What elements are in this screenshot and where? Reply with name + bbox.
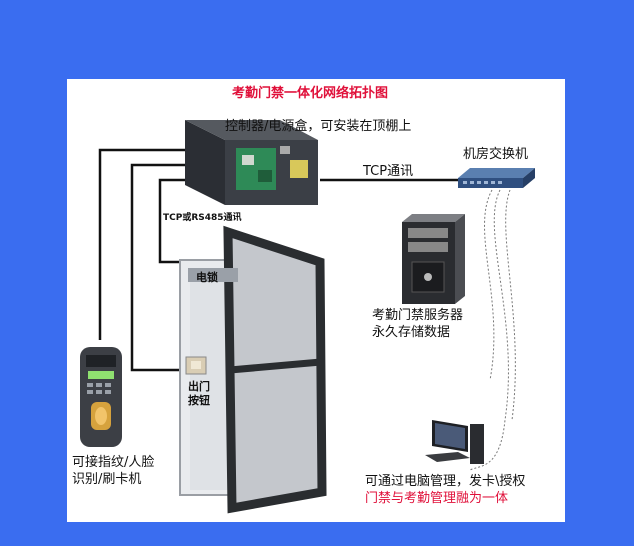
label-reader-line2: 识别/刷卡机 xyxy=(72,472,142,487)
wire-lock xyxy=(158,178,190,264)
label-pc-line1: 可通过电脑管理，发卡\授权 xyxy=(365,474,526,489)
label-lock: 电锁 xyxy=(196,271,218,284)
label-tcp: TCP通讯 xyxy=(363,164,414,179)
fingerprint-reader-icon xyxy=(80,347,122,447)
label-switch: 机房交换机 xyxy=(463,147,529,162)
label-exit-button: 出门 按钮 xyxy=(188,380,210,408)
server-tower-icon xyxy=(402,214,465,304)
wire-reader xyxy=(98,148,185,340)
label-controller: 控制器/电源盒，可安装在顶棚上 xyxy=(225,119,412,134)
controller-box-icon xyxy=(185,120,318,205)
door-icon xyxy=(179,225,327,514)
label-server: 考勤门禁服务器 永久存储数据 xyxy=(372,307,463,341)
diagram-title: 考勤门禁一体化网络拓扑图 xyxy=(232,86,389,101)
label-pc: 可通过电脑管理，发卡\授权 门禁与考勤管理融为一体 xyxy=(365,473,525,507)
label-pc-line2: 门禁与考勤管理融为一体 xyxy=(365,491,509,506)
desktop-pc-icon xyxy=(425,420,484,464)
label-exit-button-line1: 出门 xyxy=(188,380,210,393)
wire-exit-button xyxy=(130,163,185,372)
label-reader-line1: 可接指纹/人脸 xyxy=(72,455,155,470)
exit-button-icon xyxy=(185,356,207,375)
label-tcp-rs485: TCP或RS485通讯 xyxy=(163,213,242,223)
label-server-line1: 考勤门禁服务器 xyxy=(372,308,464,323)
network-cables xyxy=(469,189,516,471)
label-exit-button-line2: 按钮 xyxy=(188,394,210,407)
network-switch-icon xyxy=(458,168,535,188)
wiring xyxy=(98,148,458,372)
label-reader: 可接指纹/人脸 识别/刷卡机 xyxy=(72,454,154,488)
label-server-line2: 永久存储数据 xyxy=(372,325,451,340)
